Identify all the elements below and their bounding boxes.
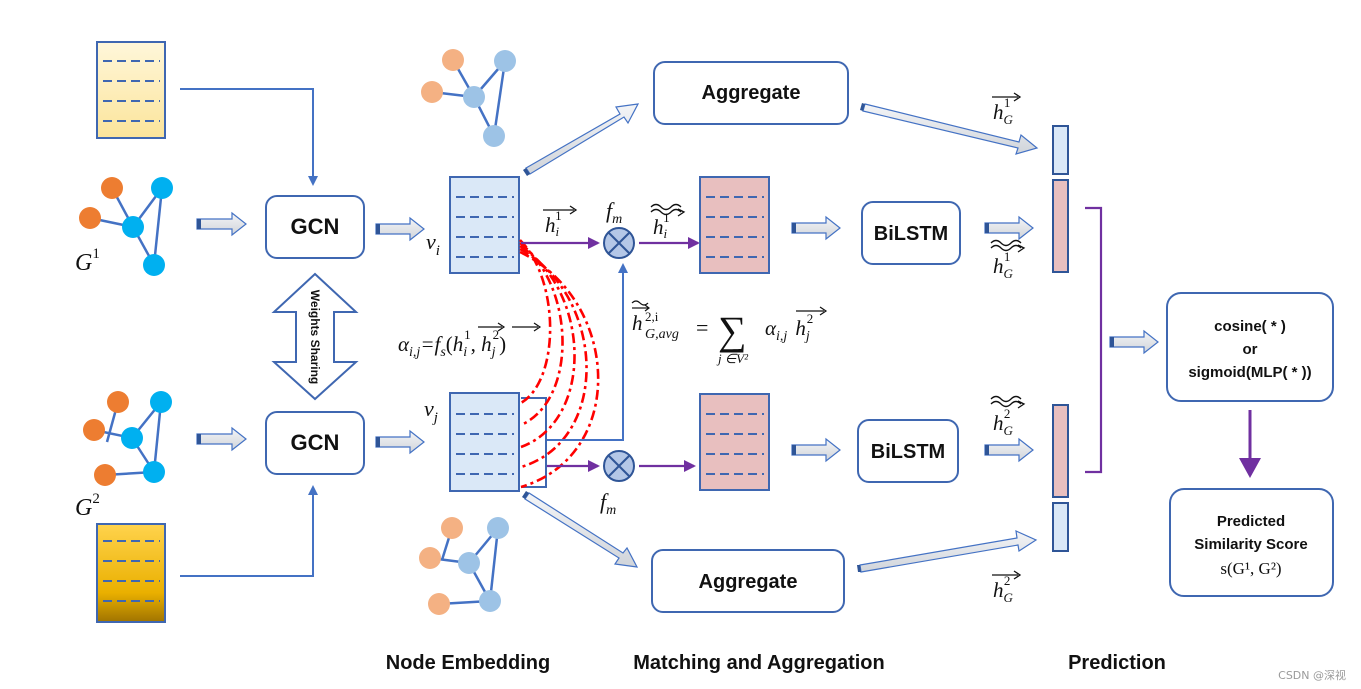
svg-text:G,avg: G,avg xyxy=(645,327,679,342)
svg-text:hG1: hG1 xyxy=(993,95,1014,127)
arrow-bilstm-to-vector-bottom xyxy=(984,437,1034,463)
fm-operator-top xyxy=(603,227,635,259)
label-h-tilde-g1: hG1 xyxy=(990,239,1026,281)
label-vj: vj xyxy=(424,396,438,426)
embedding-matrix-top xyxy=(449,176,520,274)
matched-matrix-bottom xyxy=(699,393,770,491)
input-matrix-top xyxy=(96,41,166,139)
connector-matrix-to-gcn-top xyxy=(180,88,318,186)
section-prediction: Prediction xyxy=(1068,652,1166,674)
arrow-bilstm-to-vector-top xyxy=(984,215,1034,241)
svg-text:or: or xyxy=(1243,341,1258,358)
label-g1: G1 xyxy=(75,246,100,276)
vector-hg1 xyxy=(1052,125,1069,175)
graph-g1 xyxy=(79,177,173,276)
predicted-score-box: Predicted Similarity Score s(G¹, G²) xyxy=(1169,488,1334,597)
bilstm-box-bottom: BiLSTM xyxy=(857,419,959,483)
bracket-vj xyxy=(521,397,547,488)
label-hg2: hG2 xyxy=(992,570,1022,605)
arrow-gcn-to-embed-bottom xyxy=(375,429,425,455)
label-h-tilde-i1: hi1 xyxy=(650,203,686,241)
svg-text:s(G¹, G²): s(G¹, G²) xyxy=(1220,559,1281,578)
svg-text:cosine( * ): cosine( * ) xyxy=(1214,318,1286,335)
svg-text:αi,j=fs(hi1, hj2): αi,j=fs(hi1, hj2) xyxy=(398,327,506,360)
svg-text:hi1: hi1 xyxy=(653,210,670,241)
section-matching-aggregation: Matching and Aggregation xyxy=(633,652,884,674)
graph-small-top xyxy=(421,49,516,147)
svg-text:=: = xyxy=(696,315,708,340)
arrow-embed-to-aggregate-top xyxy=(523,103,640,176)
svg-text:BiLSTM: BiLSTM xyxy=(871,441,945,463)
svg-text:GCN: GCN xyxy=(291,214,340,239)
section-node-embedding: Node Embedding xyxy=(386,652,550,674)
svg-text:hi1: hi1 xyxy=(545,208,562,239)
graph-g2 xyxy=(83,391,172,486)
gcn-box-top: GCN xyxy=(265,195,365,259)
svg-text:j ∈V²: j ∈V² xyxy=(716,351,749,366)
svg-text:h: h xyxy=(632,311,643,335)
fm-operator-bottom xyxy=(603,450,635,482)
vector-hg2 xyxy=(1052,502,1069,552)
arrow-g1-to-gcn xyxy=(196,211,247,237)
arrow-bracket-to-cosine xyxy=(1109,329,1159,355)
attention-curves xyxy=(519,239,600,489)
svg-text:Aggregate: Aggregate xyxy=(702,82,801,104)
connector-avg-to-fm xyxy=(547,263,628,441)
svg-text:sigmoid(MLP( * )): sigmoid(MLP( * )) xyxy=(1188,364,1311,381)
label-g2: G2 xyxy=(75,491,100,521)
label-hi1: hi1 xyxy=(543,205,578,239)
svg-text:hG2: hG2 xyxy=(993,406,1014,438)
arrow-aggregate-to-vector-top xyxy=(860,103,1039,155)
connector-matrix-to-gcn-bottom xyxy=(180,485,318,577)
weights-sharing-label: Weights Sharing xyxy=(308,290,322,384)
gcn-box-bottom: GCN xyxy=(265,411,365,475)
label-fm-top: fm xyxy=(606,198,622,227)
svg-text:hG1: hG1 xyxy=(993,249,1014,281)
aggregate-box-top: Aggregate xyxy=(653,61,849,125)
graph-small-bottom xyxy=(419,517,509,615)
svg-text:Predicted: Predicted xyxy=(1217,513,1285,530)
label-hg1: hG1 xyxy=(992,92,1022,127)
svg-text:hG2: hG2 xyxy=(993,573,1014,605)
svg-text:BiLSTM: BiLSTM xyxy=(874,223,948,245)
svg-text:∑: ∑ xyxy=(718,308,747,353)
vector-h-tilde-g1 xyxy=(1052,179,1069,273)
svg-text:Similarity Score: Similarity Score xyxy=(1194,536,1307,553)
weights-sharing-arrow: Weights Sharing xyxy=(271,272,359,401)
arrow-embed-to-aggregate-bottom xyxy=(522,491,639,568)
input-matrix-bottom xyxy=(96,523,166,623)
arrow-cosine-to-score-head xyxy=(1239,458,1261,478)
bilstm-box-top: BiLSTM xyxy=(861,201,961,265)
arrow-g2-to-gcn xyxy=(196,426,247,452)
label-h-tilde-g2: hG2 xyxy=(990,395,1026,438)
label-fm-bottom: fm xyxy=(600,489,616,518)
arrow-aggregate-to-vector-bottom xyxy=(857,530,1038,573)
svg-text:2,i: 2,i xyxy=(645,309,659,324)
watermark: CSDN @深视 xyxy=(1278,668,1346,682)
svg-text:GCN: GCN xyxy=(291,430,340,455)
matched-matrix-top xyxy=(699,176,770,274)
arrow-matched-to-bilstm-bottom xyxy=(791,437,841,463)
arrow-matched-to-bilstm-top xyxy=(791,215,841,241)
label-vi: vi xyxy=(426,229,440,259)
svg-text:Aggregate: Aggregate xyxy=(699,571,798,593)
prediction-bracket xyxy=(1085,206,1103,474)
alpha-formula: αi,j=fs(hi1, hj2) xyxy=(398,322,542,360)
vector-h-tilde-g2 xyxy=(1052,404,1069,498)
embedding-matrix-bottom xyxy=(449,392,520,492)
aggregate-box-bottom: Aggregate xyxy=(651,549,845,613)
arrow-gcn-to-embed-top xyxy=(375,216,425,242)
cosine-box: cosine( * ) or sigmoid(MLP( * )) xyxy=(1166,292,1334,402)
